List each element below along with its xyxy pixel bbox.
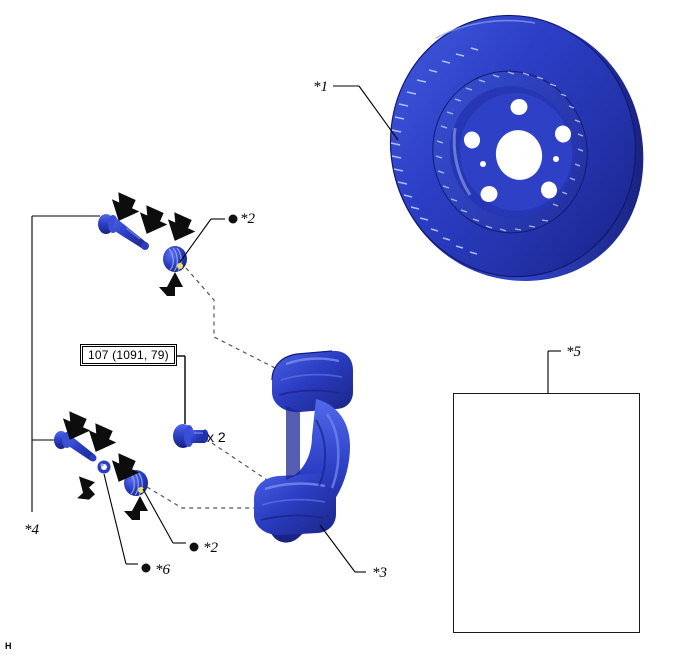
flange-bolt (173, 424, 209, 448)
torque-specification-value: 107 (1091, 79) (82, 346, 175, 364)
grease-arrows-upper (111, 192, 196, 296)
callout-6-bullet (141, 563, 151, 573)
assembly-dash-lower (146, 486, 268, 509)
callout-3-leader (319, 524, 366, 573)
assembly-dash-upper (185, 267, 282, 372)
callout-label-2-lower: *2 (203, 540, 218, 556)
slide-pin-bolt-upper (98, 214, 149, 250)
callout-2-lower-bullet (189, 542, 199, 552)
torque-leader (172, 355, 186, 424)
callout-2-upper-leader (179, 218, 225, 263)
grease-arrows-lower (62, 411, 148, 520)
torque-specification-box: 107 (1091, 79) (80, 344, 177, 366)
callout-2-lower-leader (142, 488, 186, 544)
callout-5-leader (547, 350, 561, 393)
brake-disc-rotor (389, 14, 644, 282)
callout-6-leader (103, 473, 138, 565)
callout-2-upper-bullet (228, 214, 238, 224)
callout-label-1: *1 (313, 79, 328, 95)
callout-label-6: *6 (155, 562, 170, 578)
caliper-mounting-bracket (254, 350, 353, 543)
bolt-quantity-label: x 2 (207, 429, 226, 445)
page-corner-mark: H (5, 641, 12, 651)
callout-label-3: *3 (372, 565, 387, 581)
slide-pin-boot-upper (163, 246, 187, 272)
callout-label-4: *4 (24, 522, 39, 538)
callout-1-leader (333, 85, 399, 141)
callout-label-2-upper: *2 (240, 211, 255, 227)
pad-support-plate-box (453, 393, 640, 633)
slide-pin-ring (97, 460, 111, 474)
callout-label-5: *5 (566, 344, 581, 360)
callout-4-bracket (31, 215, 100, 512)
